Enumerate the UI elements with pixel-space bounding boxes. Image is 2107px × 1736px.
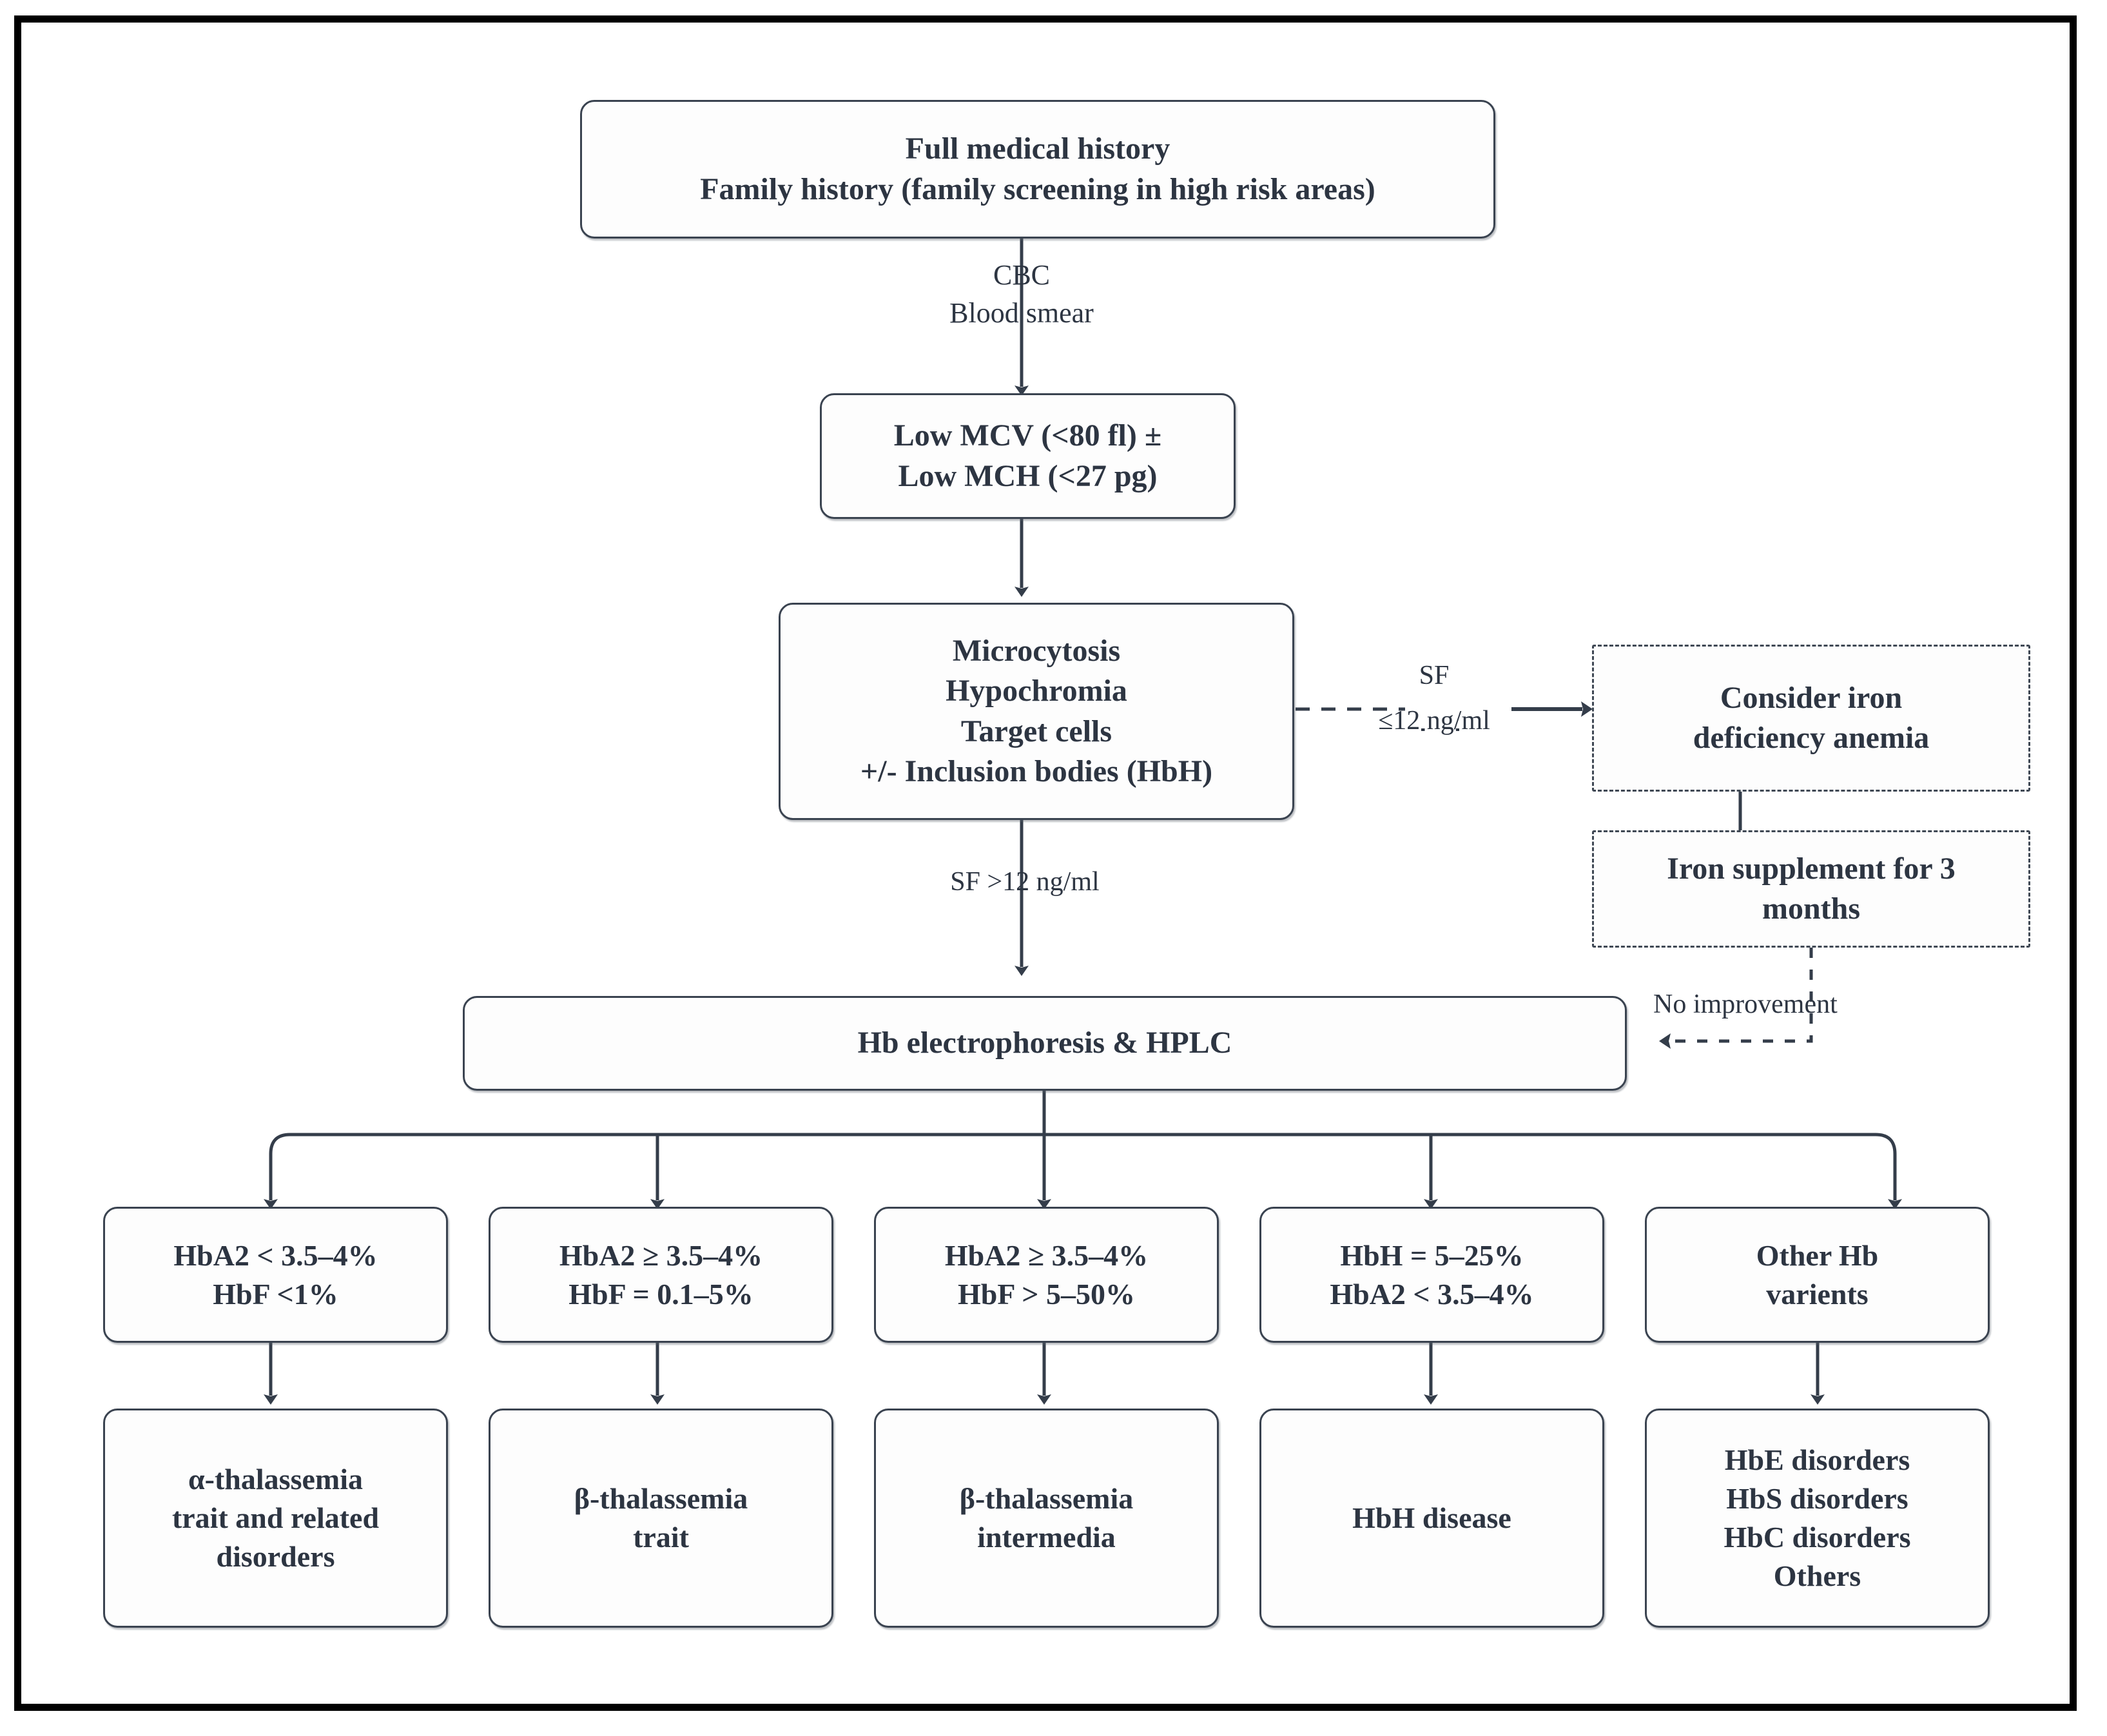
node-label: Consider iron deficiency anemia: [1693, 680, 1930, 755]
edge-label-sf-low-value: ≤12 ng/ml: [1378, 706, 1490, 736]
node-low-mcv-mch[interactable]: Low MCV (<80 fl) ± Low MCH (<27 pg): [820, 393, 1236, 519]
node-label: Hb electrophoresis & HPLC: [857, 1026, 1232, 1060]
diagnosis-box-5[interactable]: HbE disorders HbS disorders HbC disorder…: [1645, 1409, 1990, 1628]
diagnosis-box-2[interactable]: β-thalassemia trait: [489, 1409, 833, 1628]
diagnosis-label: HbH disease: [1352, 1501, 1511, 1535]
result-box-5[interactable]: Other Hb varients: [1645, 1207, 1990, 1343]
result-box-3[interactable]: HbA2 ≥ 3.5–4% HbF > 5–50%: [874, 1207, 1219, 1343]
node-iron-supplement[interactable]: Iron supplement for 3 months: [1592, 830, 2030, 948]
diagnosis-box-1[interactable]: α-thalassemia trait and related disorder…: [103, 1409, 448, 1628]
diagnosis-label: β-thalassemia intermedia: [959, 1482, 1134, 1554]
result-label: Other Hb varients: [1756, 1238, 1879, 1311]
result-box-4[interactable]: HbH = 5–25% HbA2 < 3.5–4%: [1259, 1207, 1604, 1343]
node-label: Full medical history Family history (fam…: [700, 132, 1375, 206]
node-label: Iron supplement for 3 months: [1667, 851, 1956, 926]
result-label: HbA2 ≥ 3.5–4% HbF = 0.1–5%: [559, 1238, 763, 1311]
edge-label-no-improvement: No improvement: [1653, 990, 1838, 1019]
node-consider-iron-deficiency-anemia[interactable]: Consider iron deficiency anemia: [1592, 645, 2030, 792]
diagnosis-box-3[interactable]: β-thalassemia intermedia: [874, 1409, 1219, 1628]
edge-label-cbc-blood-smear: CBC Blood smear: [949, 259, 1094, 329]
result-box-1[interactable]: HbA2 < 3.5–4% HbF <1%: [103, 1207, 448, 1343]
node-label: Low MCV (<80 fl) ± Low MCH (<27 pg): [893, 418, 1162, 493]
node-full-medical-history[interactable]: Full medical history Family history (fam…: [580, 100, 1495, 239]
node-smear-findings[interactable]: Microcytosis Hypochromia Target cells +/…: [779, 603, 1294, 820]
node-label: Microcytosis Hypochromia Target cells +/…: [860, 633, 1213, 788]
result-label: HbA2 < 3.5–4% HbF <1%: [173, 1238, 378, 1311]
result-box-2[interactable]: HbA2 ≥ 3.5–4% HbF = 0.1–5%: [489, 1207, 833, 1343]
edge-label-sf-high: SF >12 ng/ml: [950, 867, 1100, 897]
result-label: HbH = 5–25% HbA2 < 3.5–4%: [1330, 1238, 1534, 1311]
diagnosis-label: α-thalassemia trait and related disorder…: [171, 1463, 380, 1573]
result-label: HbA2 ≥ 3.5–4% HbF > 5–50%: [944, 1238, 1149, 1311]
edge-branch-bus: [269, 1133, 1897, 1155]
edge-label-sf-low-top: SF: [1419, 661, 1450, 690]
diagnosis-label: HbE disorders HbS disorders HbC disorder…: [1723, 1443, 1911, 1592]
node-hb-electrophoresis-hplc[interactable]: Hb electrophoresis & HPLC: [463, 996, 1627, 1091]
diagnosis-label: β-thalassemia trait: [574, 1482, 748, 1554]
diagnosis-box-4[interactable]: HbH disease: [1259, 1409, 1604, 1628]
